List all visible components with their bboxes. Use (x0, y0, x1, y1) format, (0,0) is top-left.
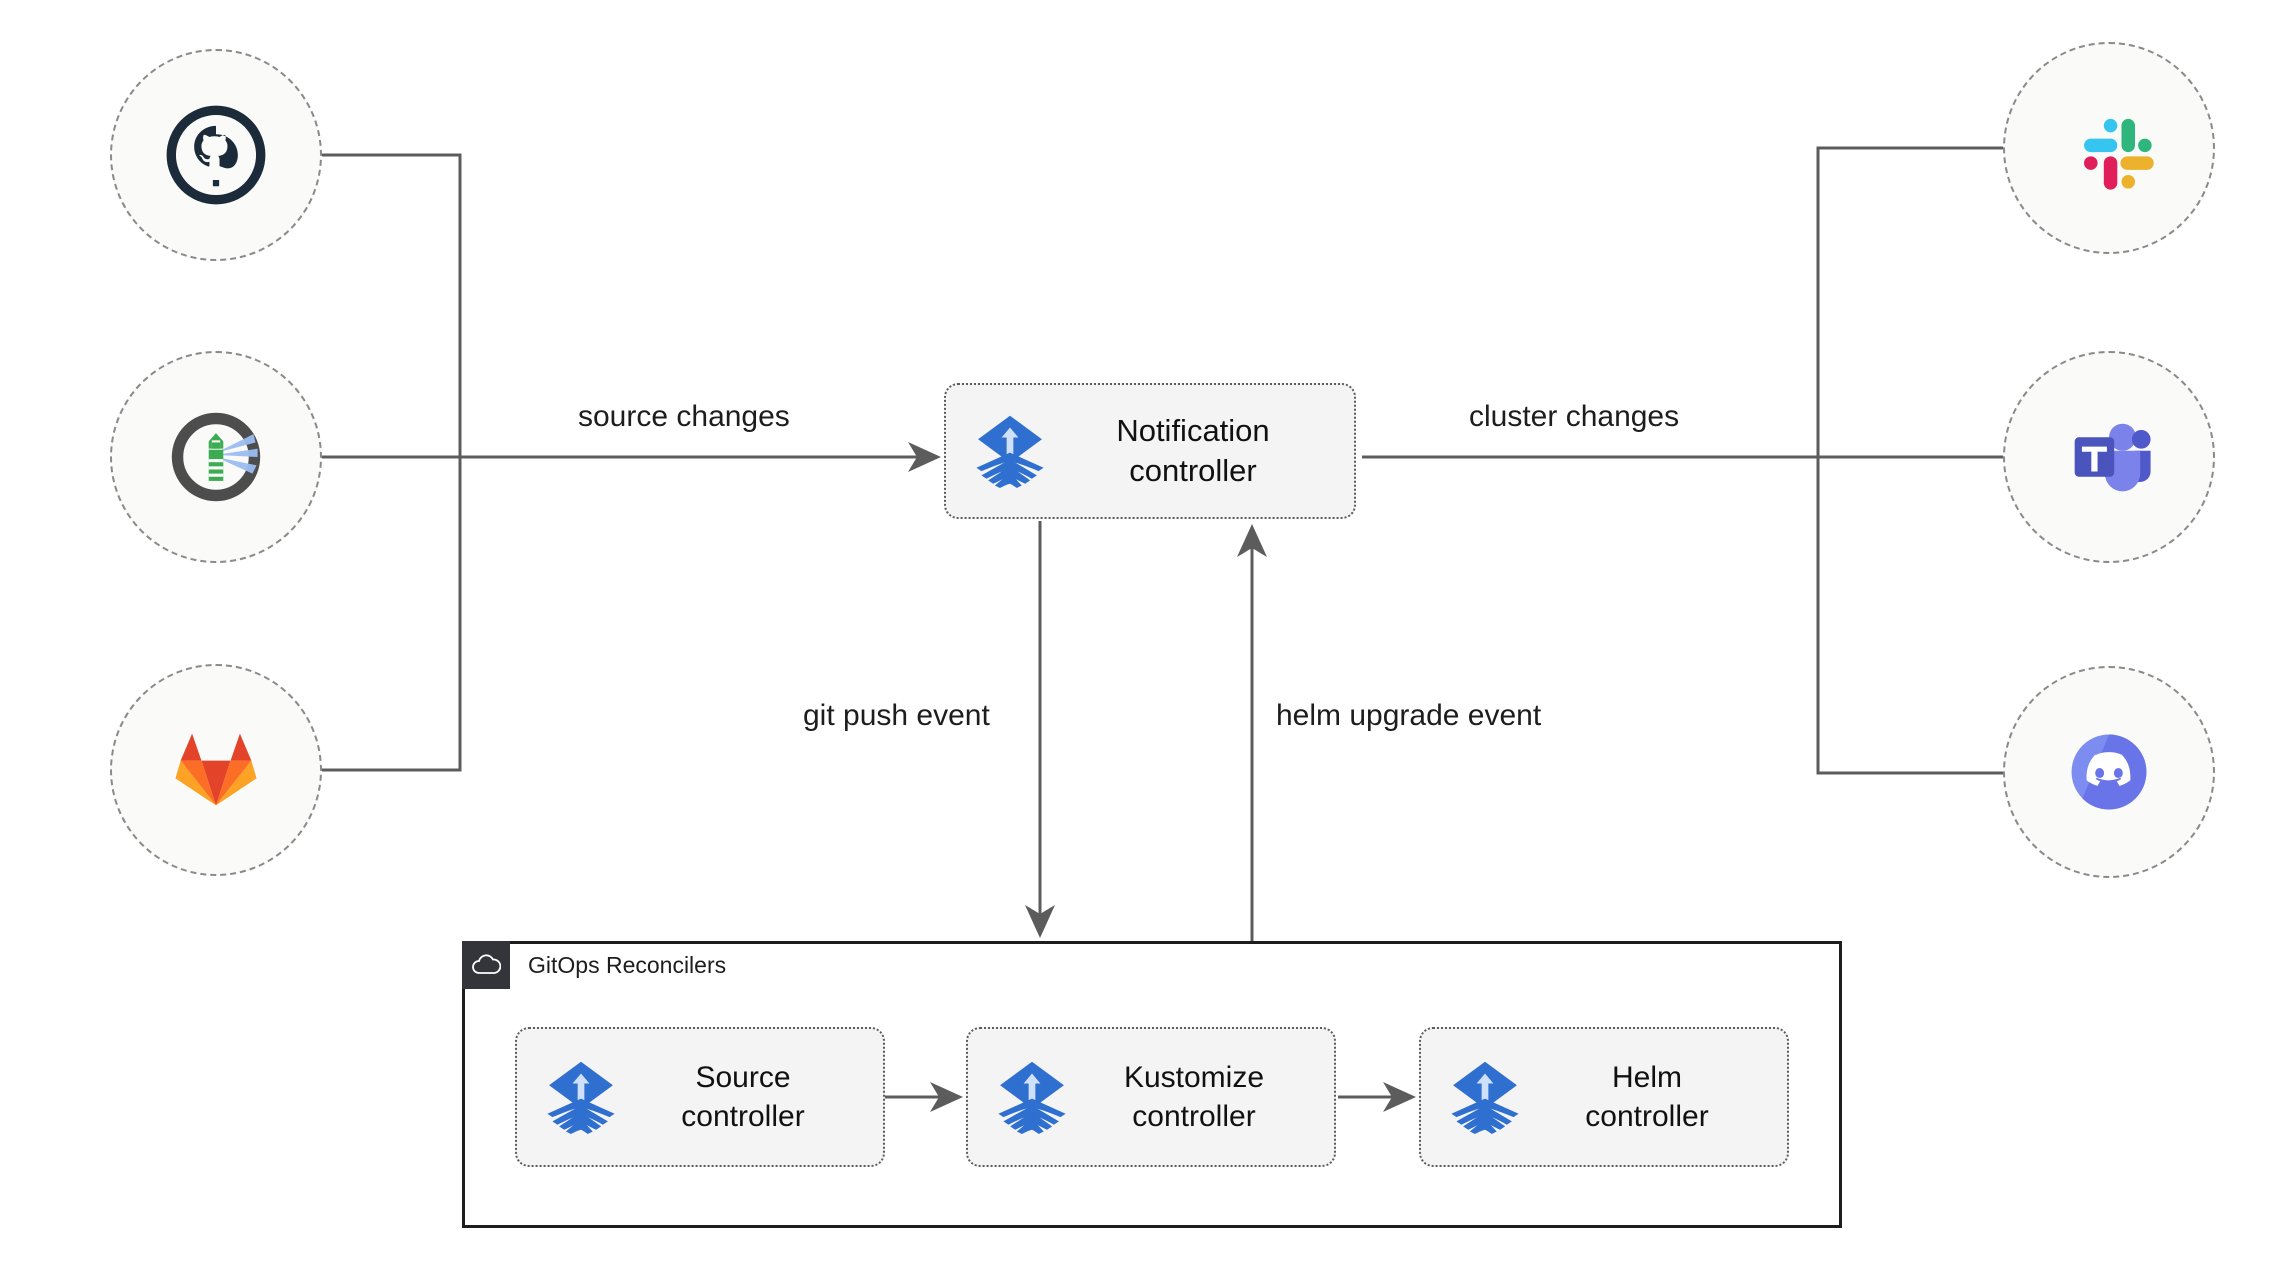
edge-github-to-bus (312, 153, 462, 459)
source-controller-box[interactable]: Source controller (515, 1027, 885, 1167)
flux-lighthouse-icon (171, 412, 261, 502)
edge-label-helm-upgrade-event: helm upgrade event (1276, 699, 1542, 732)
edge-label-git-push-event: git push event (803, 699, 990, 732)
source-controller-label: Source controller (681, 1061, 805, 1133)
source-node-gitlab[interactable] (110, 664, 322, 876)
slack-icon (2084, 118, 2154, 190)
helm-controller-label: Helm controller (1585, 1061, 1709, 1133)
gitlab-icon (175, 733, 257, 806)
flux-logo-icon (998, 1061, 1066, 1134)
flux-logo-icon (547, 1061, 615, 1134)
github-icon (166, 105, 266, 205)
cloud-glyph (472, 954, 501, 974)
destination-node-teams[interactable] (2003, 351, 2215, 563)
reconciler-inner-connectors (885, 1082, 1416, 1112)
microsoft-teams-icon (2074, 423, 2151, 492)
helm-controller-box[interactable]: Helm controller (1419, 1027, 1789, 1167)
source-node-flux[interactable] (110, 351, 322, 563)
destination-node-discord[interactable] (2003, 666, 2215, 878)
destination-node-slack[interactable] (2003, 42, 2215, 254)
source-node-github[interactable] (110, 49, 322, 261)
notification-controller-box[interactable]: Notification controller (944, 383, 1356, 519)
gitops-reconcilers-title: GitOps Reconcilers (528, 951, 727, 978)
notification-controller-label: Notification controller (1116, 412, 1270, 488)
edge-label-cluster-changes: cluster changes (1469, 400, 1680, 433)
gitops-reconcilers-header: GitOps Reconcilers (462, 941, 726, 989)
edge-gitlab-to-bus (312, 455, 462, 772)
kustomize-controller-box[interactable]: Kustomize controller (966, 1027, 1336, 1167)
cloud-icon (462, 941, 510, 989)
kustomize-controller-label: Kustomize controller (1123, 1061, 1265, 1133)
flux-logo-icon (1451, 1061, 1519, 1134)
flux-logo-icon (976, 415, 1044, 488)
discord-icon (2071, 734, 2147, 810)
edge-label-source-changes: source changes (578, 400, 790, 433)
